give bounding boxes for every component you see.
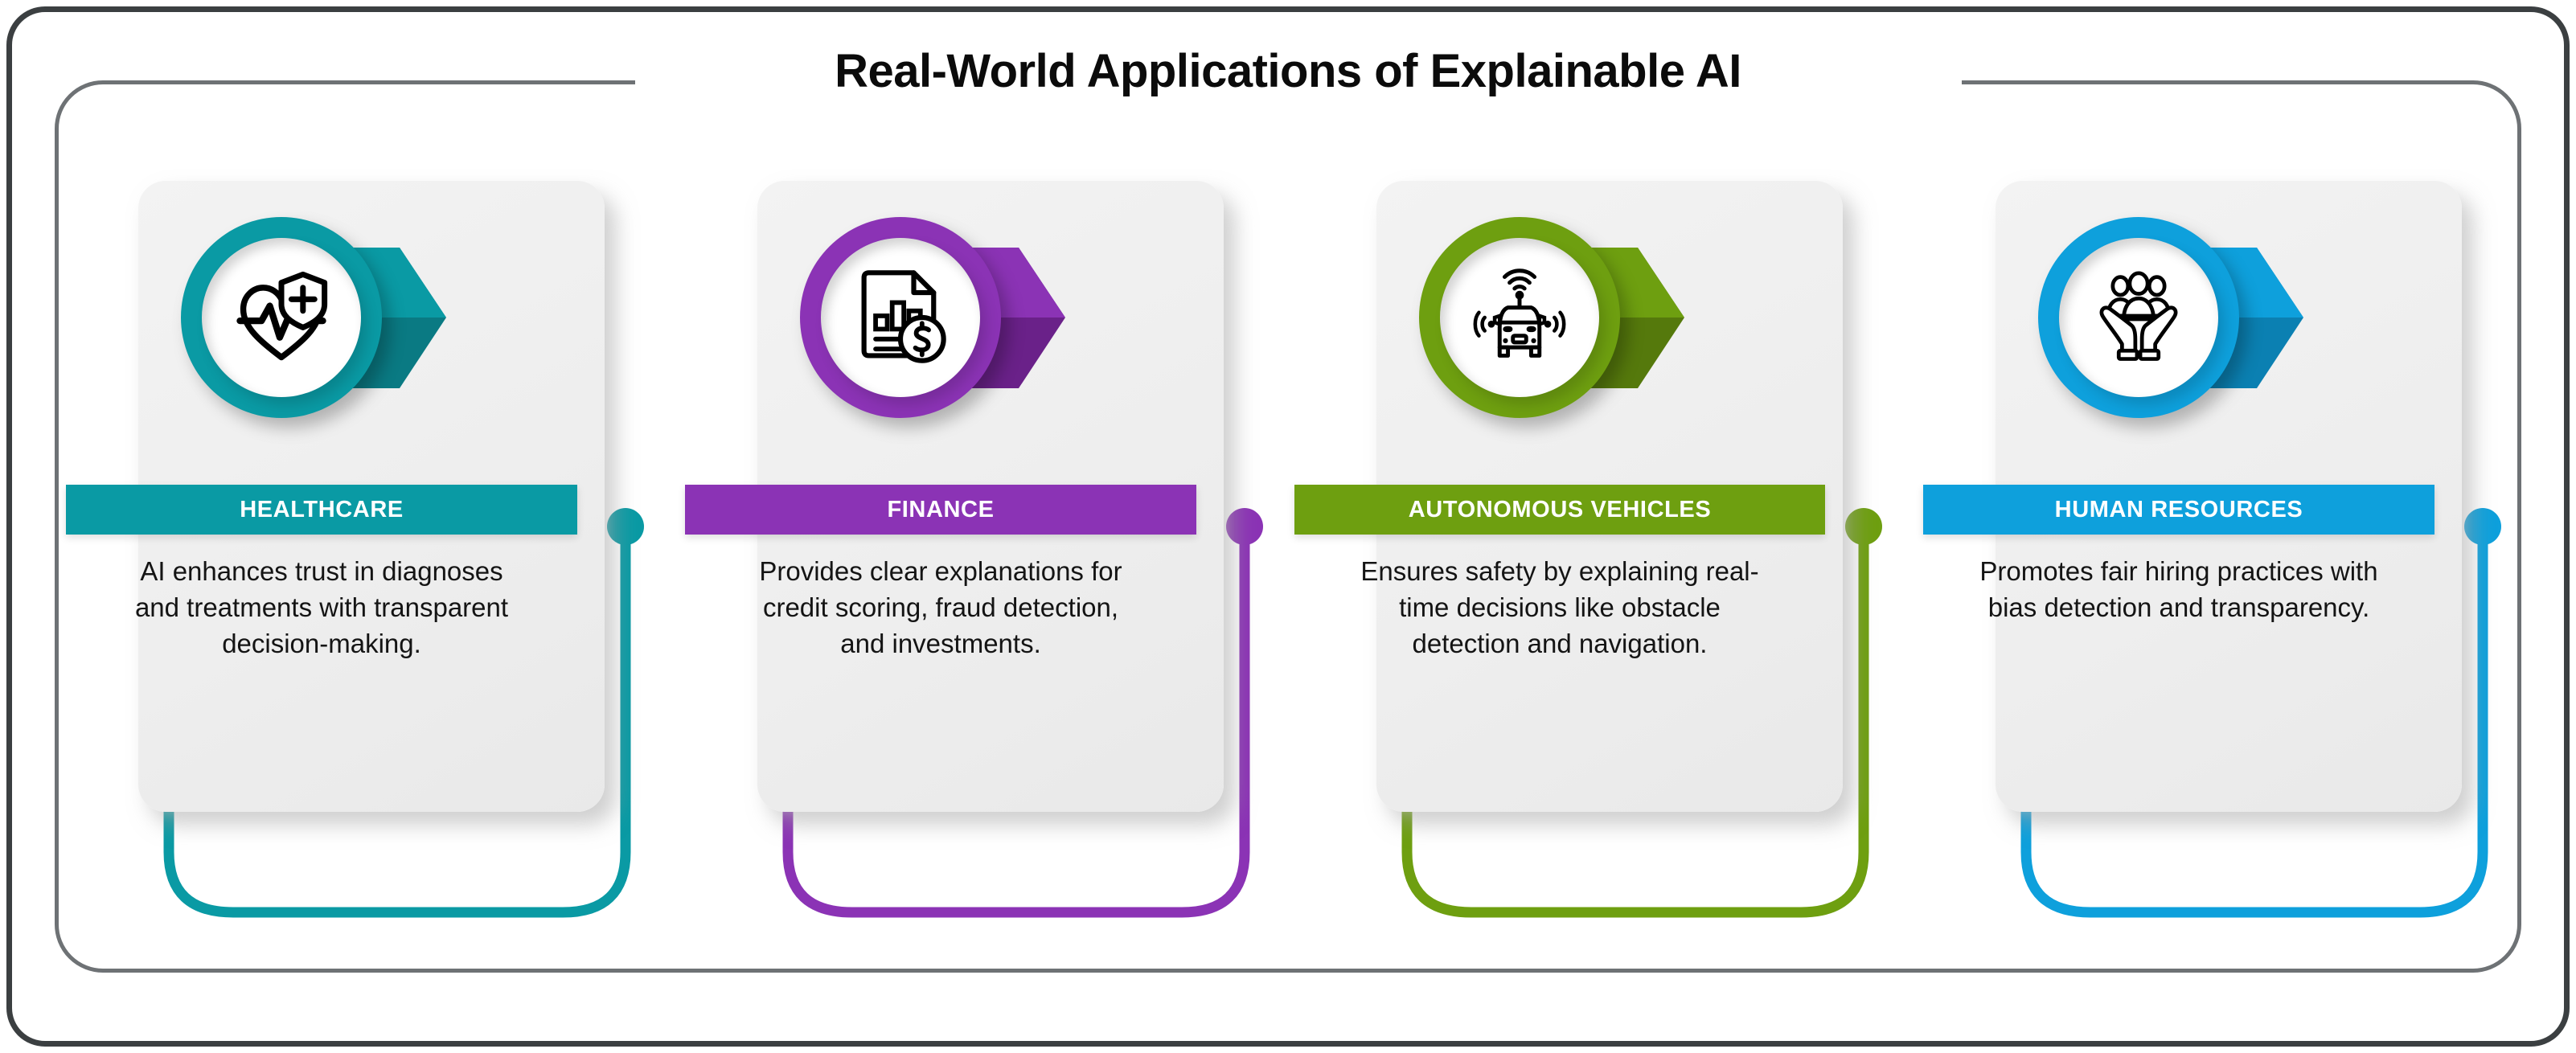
- page-title: Real-World Applications of Explainable A…: [835, 45, 1741, 97]
- card-autonomous-vehicles[interactable]: AUTONOMOUS VEHICLES Ensures safety by ex…: [1294, 181, 1938, 965]
- heart-pulse-shield-icon: [236, 271, 328, 361]
- card-label-text: HUMAN RESOURCES: [2054, 496, 2303, 522]
- financial-report-dollar-icon: [861, 270, 946, 363]
- card-label-bar: HUMAN RESOURCES: [1923, 485, 2434, 535]
- card-label-bar: AUTONOMOUS VEHICLES: [1294, 485, 1825, 535]
- people-in-hands-icon: [2099, 271, 2178, 361]
- icon-badge: [1419, 217, 1620, 418]
- title-notch: [635, 71, 1962, 96]
- smart-car-signal-icon: [1473, 268, 1566, 358]
- card-human-resources[interactable]: HUMAN RESOURCES Promotes fair hiring pra…: [1923, 181, 2557, 965]
- card-label-bar: HEALTHCARE: [66, 485, 577, 535]
- card-label-bar: FINANCE: [685, 485, 1196, 535]
- card-label-text: FINANCE: [887, 496, 995, 522]
- card-healthcare[interactable]: HEALTHCARE AI enhances trust in diagnose…: [66, 181, 699, 965]
- icon-badge: [181, 217, 382, 418]
- card-body-text: Provides clear explanations for credit s…: [759, 556, 1122, 658]
- icon-badge: [800, 217, 1001, 418]
- card-body-text: AI enhances trust in diagnoses and treat…: [134, 556, 509, 658]
- icon-badge: [2038, 217, 2239, 418]
- card-label-text: HEALTHCARE: [240, 496, 404, 522]
- card-finance[interactable]: FINANCE Provides clear explanations for …: [685, 181, 1319, 965]
- card-label-text: AUTONOMOUS VEHICLES: [1408, 496, 1712, 522]
- card-body-text: Promotes fair hiring practices with bias…: [1979, 556, 2378, 622]
- card-body-text: Ensures safety by explaining real-time d…: [1360, 556, 1759, 658]
